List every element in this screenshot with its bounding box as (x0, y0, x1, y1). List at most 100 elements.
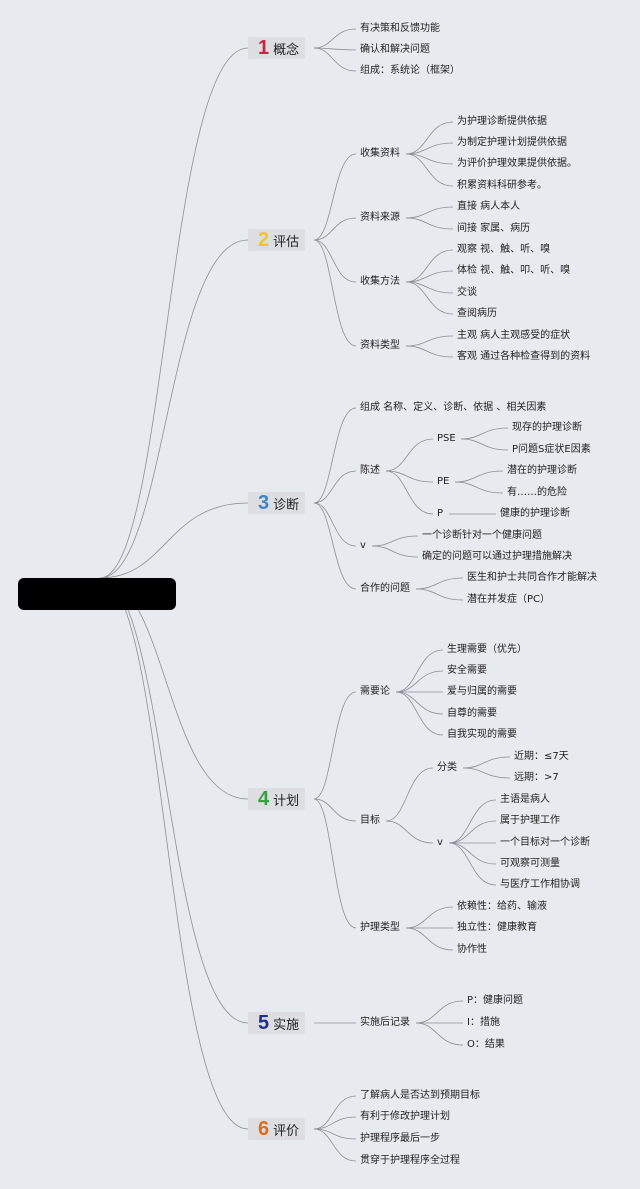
leaf-text: 生理需要（优先） (447, 644, 527, 655)
sub-topic: 目标 (360, 815, 380, 826)
root-link-6 (99, 577, 249, 1130)
link-leaf (405, 121, 454, 155)
sub-topic: 资料来源 (360, 212, 400, 223)
link-leaf (462, 767, 511, 779)
sub-topic: 合作的问题 (360, 583, 410, 594)
link-leaf (448, 799, 497, 844)
leaf-text: 确认和解决问题 (360, 44, 430, 55)
link-leaf (405, 335, 454, 347)
branch-number: 6 (258, 1117, 270, 1140)
link-leaf (405, 249, 454, 283)
sub-topic: 收集方法 (360, 276, 400, 287)
link-leaf (313, 47, 357, 72)
branch-label: 实施 (273, 1017, 300, 1033)
sub-topic: 陈述 (360, 465, 380, 476)
link-sub (313, 153, 357, 241)
root-link-4 (99, 577, 249, 800)
link-leaf (415, 588, 464, 601)
link-leaf (405, 153, 454, 187)
root-link-5 (99, 577, 249, 1024)
link-sub (313, 502, 357, 547)
link-leaf (415, 577, 464, 590)
link-leaf (405, 927, 454, 951)
leaf-text: 主语是病人 (500, 794, 550, 805)
leaf-text: 间接 家属、病历 (457, 223, 531, 234)
leaf-text: 交谈 (457, 287, 477, 298)
link-leaf (448, 842, 497, 886)
link-leaf (415, 1022, 464, 1046)
leaf-text: 积累资料科研参考。 (457, 180, 547, 191)
leaf-text: 客观 通过各种检查得到的资料 (457, 351, 591, 362)
link-child (385, 470, 434, 515)
link-leaf (313, 1116, 357, 1130)
leaf-text: 协作性 (457, 944, 487, 955)
leaf-text: 爱与归属的需要 (447, 686, 517, 697)
link-sub (313, 798, 357, 822)
leaf-text: 主观 病人主观感受的症状 (457, 330, 571, 341)
leaf-text: 为制定护理计划提供依据 (457, 137, 567, 148)
link-leaf (448, 820, 497, 844)
branch-label: 计划 (273, 793, 300, 809)
link-sub (313, 502, 357, 590)
leaf-text: 远期：>7 (514, 772, 559, 783)
leaf-text: 直接 病人本人 (457, 201, 521, 212)
branch-number: 2 (258, 228, 270, 251)
leaf-text: 为护理诊断提供依据 (457, 116, 547, 127)
link-leaf (371, 545, 419, 558)
leaf-text: 一个目标对一个诊断 (500, 837, 590, 848)
leaf-text: 护理程序最后一步 (360, 1133, 440, 1144)
leaf-text: 观察 视、触、听、嗅 (457, 244, 551, 255)
leaf-text: 查阅病历 (457, 308, 497, 319)
link-leaf (395, 691, 444, 715)
link-leaf (405, 345, 454, 358)
link-child (385, 820, 434, 844)
leaf-text: 与医疗工作相协调 (500, 879, 580, 890)
leaf-text: 体检 视、触、叩、听、嗅 (457, 265, 571, 276)
link-leaf (454, 481, 504, 494)
link-leaf (448, 842, 497, 865)
root-link-3 (99, 502, 249, 579)
child-topic: P (437, 508, 444, 519)
branch-label: 概念 (273, 42, 300, 58)
child-topic: PE (437, 476, 450, 487)
link-leaf (395, 670, 444, 693)
link-leaf (460, 438, 509, 451)
branch-label: 评估 (273, 234, 300, 250)
branch-label: 评价 (273, 1123, 300, 1139)
link-leaf (415, 1000, 464, 1024)
leaf-text: 有决策和反馈功能 (360, 23, 440, 34)
child-topic: 分类 (437, 762, 457, 773)
root-link-1 (99, 47, 249, 579)
leaf-text: O：结果 (467, 1039, 505, 1050)
leaf-text: 贯穿于护理程序全过程 (360, 1155, 460, 1166)
link-leaf (405, 142, 454, 155)
link-child (385, 438, 434, 472)
root-link-2 (99, 239, 249, 579)
leaf-text: 一个诊断针对一个健康问题 (422, 530, 542, 541)
leaf-text: 潜在的护理诊断 (507, 465, 577, 476)
leaf-text: 为评价护理效果提供依据。 (457, 158, 577, 169)
leaf-text: 组成：系统论（框架） (360, 65, 460, 76)
link-leaf (405, 906, 454, 929)
leaf-text: P问题S症状E因素 (512, 444, 591, 455)
leaf-text: 潜在并发症（PC） (467, 594, 551, 605)
leaf-text: 依赖性：给药、输液 (457, 901, 547, 912)
leaf-text: 自我实现的需要 (447, 729, 517, 740)
sub-topic: 组成 名称、定义、诊断、依据 、相关因素 (360, 402, 547, 413)
link-leaf (395, 691, 444, 736)
sub-topic: 实施后记录 (360, 1017, 410, 1028)
link-sub (313, 470, 357, 504)
root-node-redacted (18, 578, 176, 610)
child-topic: PSE (437, 433, 456, 444)
link-leaf (462, 756, 511, 769)
link-sub (313, 691, 357, 800)
link-leaf (371, 535, 419, 547)
leaf-text: 了解病人是否达到预期目标 (360, 1090, 480, 1101)
link-leaf (313, 28, 357, 49)
link-leaf (405, 270, 454, 283)
